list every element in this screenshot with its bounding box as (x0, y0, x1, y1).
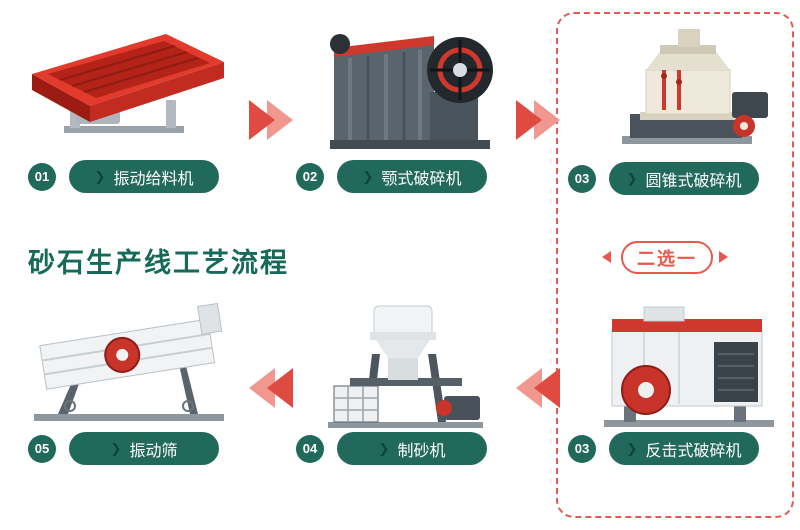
step-number-badge: 05 (28, 434, 56, 463)
jaw-crusher-image (312, 14, 507, 159)
chevron-right-icon: ❯ (626, 440, 638, 456)
impact-crusher-image (584, 300, 789, 435)
flow-arrow-left-1 (512, 367, 562, 409)
chevron-right-icon: ❯ (378, 440, 390, 456)
choose-one-badge: 二选一 (621, 241, 713, 274)
flow-arrow-left-2 (245, 367, 295, 409)
step-name-label: 反击式破碎机 (645, 442, 742, 460)
step-number-badge: 04 (296, 434, 324, 463)
step-name-pill: ❯ 振动筛 (69, 432, 219, 465)
step-name-label: 颚式破碎机 (381, 170, 462, 188)
step-name-pill: ❯ 制砂机 (337, 432, 487, 465)
step-name-label: 圆锥式破碎机 (645, 172, 742, 190)
choice-arrow-left-icon (602, 251, 611, 263)
sand-making-machine-image (306, 292, 501, 437)
chevron-right-icon: ❯ (94, 168, 106, 184)
chevron-right-icon: ❯ (626, 170, 638, 186)
step-label-cone-crusher: 03 ❯ 圆锥式破碎机 (568, 162, 759, 195)
chevron-right-icon: ❯ (362, 168, 374, 184)
step-name-label: 制砂机 (397, 442, 446, 460)
step-name-pill: ❯ 反击式破碎机 (609, 432, 759, 465)
step-label-vibrating-feeder: 01 ❯ 振动给料机 (28, 160, 219, 193)
step-name-pill: ❯ 颚式破碎机 (337, 160, 487, 193)
step-number-badge: 02 (296, 162, 324, 191)
step-name-pill: ❯ 振动给料机 (69, 160, 219, 193)
choose-one-group-box (556, 12, 794, 518)
step-name-label: 振动给料机 (113, 170, 194, 188)
step-number-badge: 03 (568, 434, 596, 463)
choice-arrow-right-icon (719, 251, 728, 263)
step-label-sand-making-machine: 04 ❯ 制砂机 (296, 432, 487, 465)
flow-arrow-right-1 (247, 99, 297, 141)
step-number-badge: 03 (568, 164, 596, 193)
vibrating-screen-image (18, 298, 238, 431)
page-title: 砂石生产线工艺流程 (28, 248, 289, 278)
flow-arrow-right-2 (514, 99, 564, 141)
vibrating-feeder-image (18, 22, 238, 157)
step-name-pill: ❯ 圆锥式破碎机 (609, 162, 759, 195)
step-name-label: 振动筛 (129, 442, 178, 460)
cone-crusher-image (594, 18, 784, 163)
step-label-jaw-crusher: 02 ❯ 颚式破碎机 (296, 160, 487, 193)
step-number-badge: 01 (28, 162, 56, 191)
chevron-right-icon: ❯ (110, 440, 122, 456)
step-label-vibrating-screen: 05 ❯ 振动筛 (28, 432, 219, 465)
step-label-impact-crusher: 03 ❯ 反击式破碎机 (568, 432, 759, 465)
